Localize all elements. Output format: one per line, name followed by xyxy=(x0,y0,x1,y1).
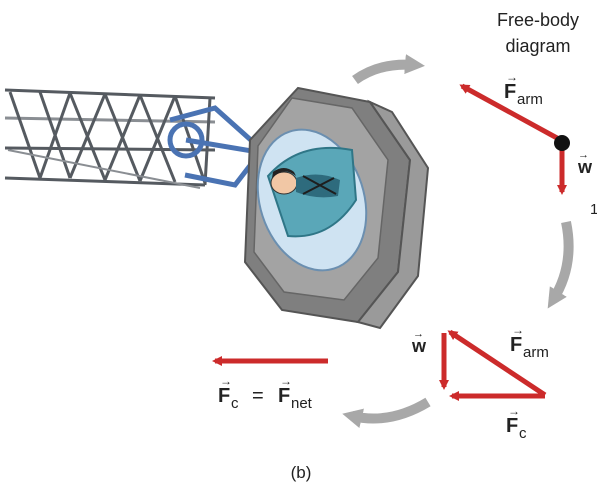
figure-caption: (b) xyxy=(291,463,312,482)
rotating-capsule xyxy=(243,86,430,330)
label-fc-subscript: c xyxy=(231,395,239,412)
label-f-arm-top-subscript: arm xyxy=(517,91,543,108)
label-f-c-triangle-arrow: → xyxy=(508,404,520,418)
label-fnet-subscript: net xyxy=(291,395,313,412)
label-f-c-triangle: F → c xyxy=(506,404,527,442)
label-weight-top-arrow: → xyxy=(578,149,589,161)
label-fnet-symbol: F xyxy=(278,385,290,407)
label-fc-equals-fnet: F → c = F → net xyxy=(218,374,313,412)
label-weight-triangle-symbol: w xyxy=(411,336,427,356)
label-f-c-triangle-symbol: F xyxy=(506,415,518,437)
free-body-diagram-top xyxy=(459,83,570,195)
label-weight-top: w → xyxy=(577,149,593,177)
label-f-c-triangle-subscript: c xyxy=(519,425,527,442)
label-f-arm-top: F → arm xyxy=(504,70,543,108)
label-equals-sign: = xyxy=(252,385,264,407)
label-fnet-arrow: → xyxy=(280,374,292,388)
label-f-arm-top-symbol: F xyxy=(504,81,516,103)
cycle-arrows xyxy=(342,54,574,429)
label-f-arm-triangle: F → arm xyxy=(510,323,549,361)
cycle-arrow-top xyxy=(352,54,425,85)
astronaut-figure xyxy=(270,168,340,198)
label-weight-top-symbol: w xyxy=(577,157,593,177)
label-fc-symbol: F xyxy=(218,385,230,407)
label-fc-arrow: → xyxy=(220,374,232,388)
label-f-arm-triangle-symbol: F xyxy=(510,334,522,356)
label-f-arm-triangle-subscript: arm xyxy=(523,344,549,361)
title-diagram: diagram xyxy=(505,36,570,56)
cycle-arrow-right xyxy=(547,220,574,309)
vector-triangle xyxy=(439,329,547,401)
label-f-arm-triangle-arrow: → xyxy=(512,323,524,337)
title-free-body: Free-body xyxy=(497,10,579,30)
stray-digit: 1 xyxy=(590,201,597,218)
label-f-arm-top-arrow: → xyxy=(506,70,518,84)
point-mass-dot xyxy=(554,135,570,151)
label-weight-triangle: w → xyxy=(411,328,427,356)
centrifuge-truss-arm xyxy=(4,88,216,189)
f-arm-vector xyxy=(459,83,559,141)
label-weight-triangle-arrow: → xyxy=(413,328,424,340)
cycle-arrow-bottom xyxy=(342,397,431,429)
triangle-f-arm-vector xyxy=(447,329,547,398)
